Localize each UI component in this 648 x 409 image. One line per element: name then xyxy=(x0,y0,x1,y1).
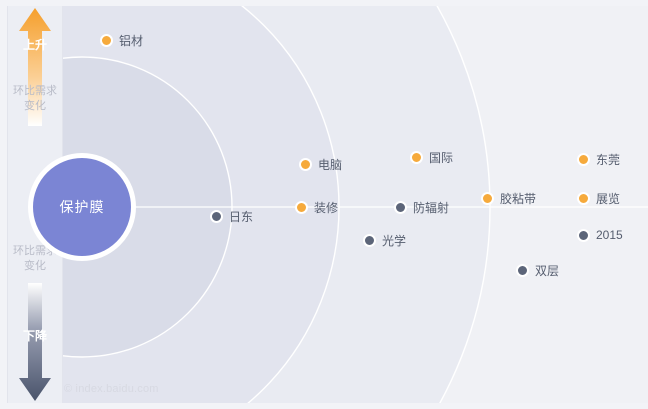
keyword-node-label: 2015 xyxy=(596,228,623,242)
keyword-node-label: 胶粘带 xyxy=(500,192,537,206)
keyword-node-label: 日东 xyxy=(229,210,254,224)
keyword-node-label: 光学 xyxy=(382,234,407,248)
keyword-node-label: 铝材 xyxy=(119,34,144,48)
keyword-node-label: 双层 xyxy=(535,264,560,278)
keyword-node-label: 展览 xyxy=(596,192,621,206)
center-keyword-label: 保护膜 xyxy=(59,199,105,215)
keyword-node-label: 国际 xyxy=(429,151,454,165)
watermark: © index.baidu.com xyxy=(64,383,159,395)
trend-down-dot-icon xyxy=(363,234,376,247)
keyword-node[interactable]: 展览 xyxy=(577,190,620,207)
keyword-node[interactable]: 日东 xyxy=(210,208,253,225)
keyword-node-label: 装修 xyxy=(314,201,339,215)
center-keyword-bubble[interactable]: 保护膜 xyxy=(28,153,136,261)
keyword-node[interactable]: 电脑 xyxy=(299,156,342,173)
rail-label-top-text: 环比需求变化 xyxy=(13,85,57,112)
keyword-node-label: 电脑 xyxy=(318,158,343,172)
trend-up-dot-icon xyxy=(410,151,423,164)
rail-label-top: 环比需求变化 xyxy=(8,84,62,114)
trend-up-dot-icon xyxy=(295,201,308,214)
keyword-node[interactable]: 防辐射 xyxy=(394,199,449,216)
trend-up-dot-icon xyxy=(100,34,113,47)
keyword-node[interactable]: 铝材 xyxy=(100,32,143,49)
trend-down-dot-icon xyxy=(210,210,223,223)
down-arrow-icon: 下降 xyxy=(18,283,52,401)
trend-down-dot-icon xyxy=(394,201,407,214)
keyword-node[interactable]: 东莞 xyxy=(577,151,620,168)
trend-up-dot-icon xyxy=(299,158,312,171)
trend-up-dot-icon xyxy=(481,192,494,205)
keyword-node[interactable]: 装修 xyxy=(295,199,338,216)
keyword-node-label: 东莞 xyxy=(596,153,621,167)
keyword-node[interactable]: 光学 xyxy=(363,232,406,249)
keyword-node[interactable]: 国际 xyxy=(410,149,453,166)
trend-up-dot-icon xyxy=(577,153,590,166)
trend-down-dot-icon xyxy=(577,228,590,242)
keyword-node[interactable]: 双层 xyxy=(516,262,559,279)
keyword-node[interactable]: 2015 xyxy=(577,228,623,242)
trend-up-dot-icon xyxy=(577,192,590,205)
keyword-node[interactable]: 胶粘带 xyxy=(481,190,536,207)
keyword-node-label: 防辐射 xyxy=(413,201,450,215)
trend-down-dot-icon xyxy=(516,264,529,277)
